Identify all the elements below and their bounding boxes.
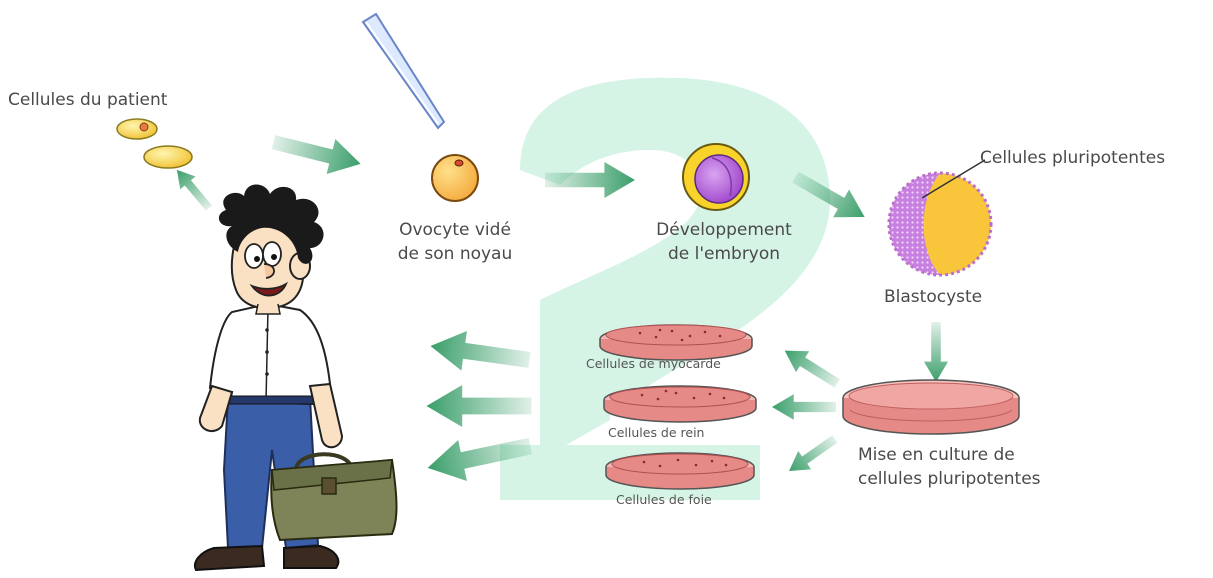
arrow-culture-to-liver (783, 430, 842, 480)
arrow-patient-to-oocyte (269, 125, 365, 182)
arrow-culture-to-myocardium (778, 340, 844, 394)
culture-dish-icon (843, 380, 1019, 434)
label-blastocyst: Blastocyste (884, 285, 982, 309)
pipette-icon (363, 14, 444, 128)
arrow-kidney-to-patient (427, 385, 532, 427)
arrow-cells-from-patient (169, 163, 216, 214)
kidney-dish-icon (604, 386, 756, 422)
label-oocyte-line1: Ovocyte vidé (382, 218, 528, 242)
label-culture-line2: cellules pluripotentes (858, 467, 1041, 491)
arrow-culture-to-kidney (772, 394, 836, 420)
label-liver: Cellules de foie (616, 492, 712, 507)
label-embryo-line2: de l'embryon (636, 242, 812, 266)
label-patient-cells: Cellules du patient (8, 88, 167, 112)
arrow-myocardium-to-patient (428, 326, 533, 380)
blastocyst-icon (889, 160, 991, 275)
label-culture: Mise en culture de cellules pluripotente… (858, 443, 1041, 491)
patient-cells-icon (117, 119, 192, 168)
label-oocyte-line2: de son noyau (382, 242, 528, 266)
liver-dish-icon (606, 453, 754, 489)
arrow-blastocyst-to-culture (924, 322, 948, 382)
patient-character (195, 185, 397, 571)
label-embryo-line1: Développement (636, 218, 812, 242)
label-embryo: Développement de l'embryon (636, 218, 812, 266)
myocardium-dish-icon (600, 325, 752, 360)
label-kidney: Cellules de rein (608, 425, 704, 440)
oocyte-icon (432, 155, 478, 201)
label-oocyte: Ovocyte vidé de son noyau (382, 218, 528, 266)
embryo-icon (683, 144, 749, 210)
label-culture-line1: Mise en culture de (858, 443, 1041, 467)
label-pluripotent-cells: Cellules pluripotentes (980, 146, 1165, 170)
label-myocardium: Cellules de myocarde (586, 356, 721, 371)
